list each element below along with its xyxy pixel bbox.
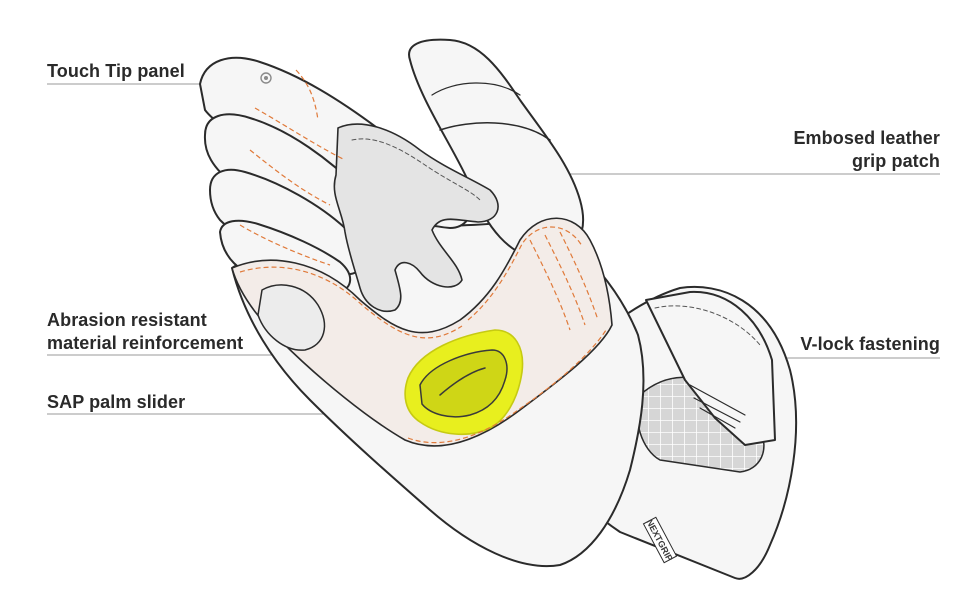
label-v-lock: V-lock fastening [800,333,940,356]
v-lock-strap [645,290,776,446]
sap-slider-inner [419,349,508,418]
label-sap-text: SAP palm slider [47,392,186,412]
grip-patch [333,123,499,312]
label-grip-line1: Embosed leather [793,128,940,148]
label-touch-tip-text: Touch Tip panel [47,61,185,81]
stitching [239,69,607,444]
label-abrasion-line1: Abrasion resistant [47,310,207,330]
label-v-lock-text: V-lock fastening [800,334,940,354]
label-abrasion-line2: material reinforcement [47,333,244,353]
label-grip-patch: Embosed leather grip patch [793,127,940,173]
palm-pad [257,284,326,351]
label-grip-line2: grip patch [851,151,940,171]
cuff-mesh [636,376,765,473]
label-abrasion: Abrasion resistant material reinforcemen… [47,309,243,355]
label-touch-tip: Touch Tip panel [47,60,185,83]
label-sap-slider: SAP palm slider [47,391,185,414]
touch-tip-icon [260,72,272,84]
